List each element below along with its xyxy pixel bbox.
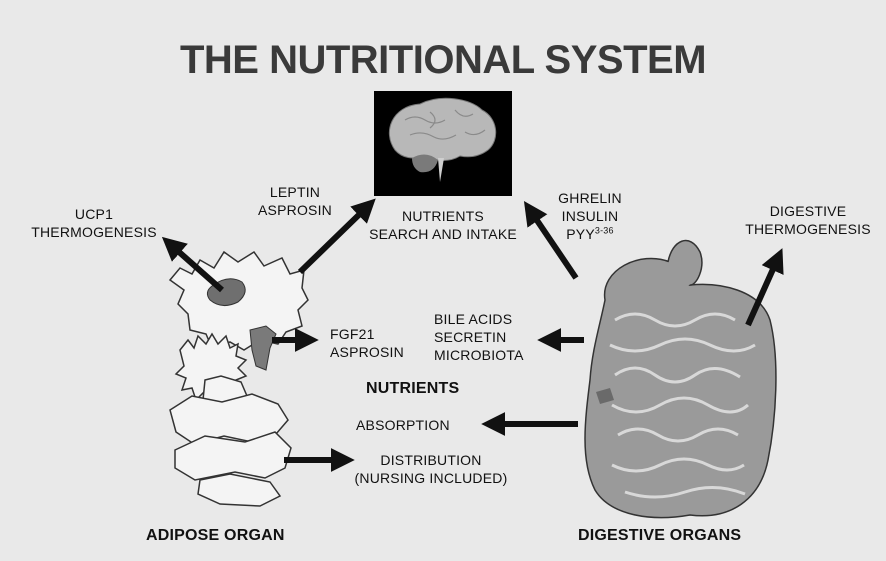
bile-line1: BILE ACIDS (434, 310, 524, 328)
ucp1-line1: UCP1 (24, 205, 164, 223)
right-signals-line3: PYY3-36 (548, 225, 632, 243)
distribution-label: DISTRIBUTION (NURSING INCLUDED) (340, 451, 522, 487)
digestive-thermo-line2: THERMOGENESIS (735, 220, 881, 238)
ucp1-label: UCP1 THERMOGENESIS (24, 205, 164, 241)
bile-acids-label: BILE ACIDS SECRETIN MICROBIOTA (434, 310, 524, 364)
left-signals-line2: ASPROSIN (250, 201, 340, 219)
fgf-line1: FGF21 (330, 325, 404, 343)
ucp1-line2: THERMOGENESIS (24, 223, 164, 241)
left-signals-line1: LEPTIN (250, 183, 340, 201)
brain-label-line2: SEARCH AND INTAKE (350, 225, 536, 243)
right-signals-line2: INSULIN (548, 207, 632, 225)
brain-label: NUTRIENTS SEARCH AND INTAKE (350, 207, 536, 243)
fgf21-label: FGF21 ASPROSIN (330, 325, 404, 361)
distribution-line1: DISTRIBUTION (340, 451, 522, 469)
liver-depot (250, 326, 276, 370)
pyy-text: PYY (566, 226, 595, 242)
absorption-label: ABSORPTION (356, 416, 450, 434)
fgf-line2: ASPROSIN (330, 343, 404, 361)
distribution-line2: (NURSING INCLUDED) (340, 469, 522, 487)
digestive-thermo-line1: DIGESTIVE (735, 202, 881, 220)
pyy-superscript: 3-36 (595, 225, 614, 235)
bile-line3: MICROBIOTA (434, 346, 524, 364)
right-signals-label: GHRELIN INSULIN PYY3-36 (548, 189, 632, 243)
nutrients-heading: NUTRIENTS (366, 380, 459, 398)
brain-image (374, 91, 512, 196)
brain-label-line1: NUTRIENTS (350, 207, 536, 225)
adipose-organ-label: ADIPOSE ORGAN (146, 527, 285, 545)
right-signals-line1: GHRELIN (548, 189, 632, 207)
digestive-thermogenesis-label: DIGESTIVE THERMOGENESIS (735, 202, 881, 238)
left-signals-label: LEPTIN ASPROSIN (250, 183, 340, 219)
bile-line2: SECRETIN (434, 328, 524, 346)
digestive-organs-illustration (585, 241, 776, 518)
page-title: THE NUTRITIONAL SYSTEM (0, 38, 886, 83)
digestive-organs-label: DIGESTIVE ORGANS (578, 527, 741, 545)
